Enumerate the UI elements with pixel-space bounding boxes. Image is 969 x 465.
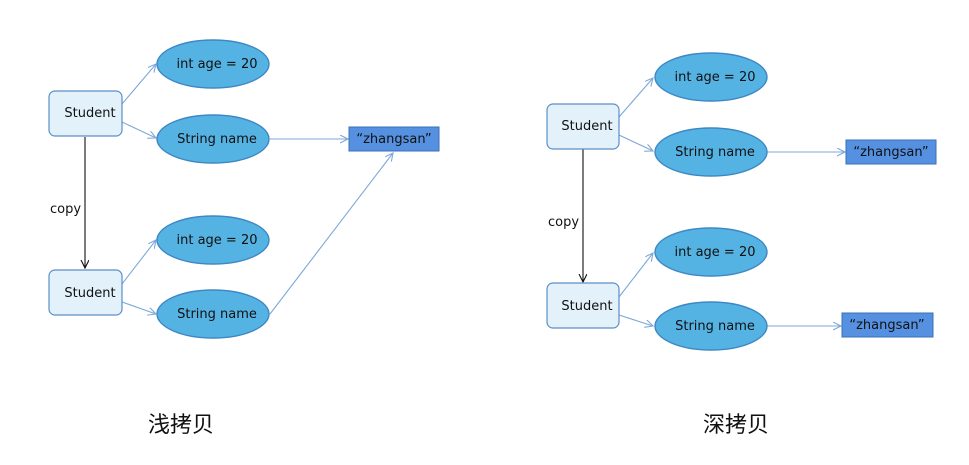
edge-copy-name-deep [618, 314, 653, 326]
age-label-original: int age = 20 [177, 57, 258, 72]
edge-student-name-deep [618, 134, 653, 151]
name-field-copy [156, 289, 270, 339]
student-label-original: Student [64, 106, 115, 121]
edge-copy-age-deep [618, 253, 653, 298]
edge-student-name [121, 121, 156, 138]
edge-student-age [121, 64, 156, 105]
string-value-label-copy-deep: “zhangsan” [849, 318, 924, 333]
name-field-original [156, 114, 270, 164]
student-label-copy-deep: Student [561, 299, 612, 314]
string-value-shared [348, 126, 440, 152]
student-node-original-deep [546, 103, 620, 150]
age-label-copy: int age = 20 [177, 233, 258, 248]
name-label-copy: String name [177, 307, 257, 322]
copy-label-deep: copy [548, 215, 579, 230]
age-field-original [156, 39, 270, 89]
age-label-original-deep: int age = 20 [675, 70, 756, 85]
string-value-original-deep [845, 139, 937, 165]
edge-copy-name-shared-value [269, 153, 393, 315]
student-node-copy-deep [546, 282, 620, 329]
name-field-original-deep [654, 127, 768, 177]
student-node-original [48, 90, 123, 137]
edge-copy-age [121, 240, 156, 285]
string-value-copy-deep [841, 312, 934, 338]
shallow-copy-diagram: Student int age = 20 String name “zhangs… [48, 39, 440, 339]
age-field-original-deep [654, 52, 768, 102]
student-node-copy [48, 269, 123, 316]
student-label-original-deep: Student [561, 119, 612, 134]
age-field-copy [156, 215, 270, 265]
string-value-label-original-deep: “zhangsan” [853, 145, 928, 160]
name-label-original: String name [177, 132, 257, 147]
edge-copy-name [121, 301, 156, 314]
age-label-copy-deep: int age = 20 [675, 245, 756, 260]
shallow-copy-caption: 浅拷贝 [148, 413, 215, 438]
name-label-copy-deep: String name [675, 319, 755, 334]
string-value-label: “zhangsan” [356, 132, 431, 147]
name-field-copy-deep [654, 301, 768, 351]
deep-copy-diagram: Student int age = 20 String name “zhangs… [546, 52, 937, 351]
name-label-original-deep: String name [675, 145, 755, 160]
deep-copy-caption: 深拷贝 [703, 413, 770, 438]
age-field-copy-deep [654, 227, 768, 277]
edge-student-age-deep [618, 78, 653, 118]
student-label-copy: Student [64, 286, 115, 301]
copy-label: copy [50, 202, 81, 217]
